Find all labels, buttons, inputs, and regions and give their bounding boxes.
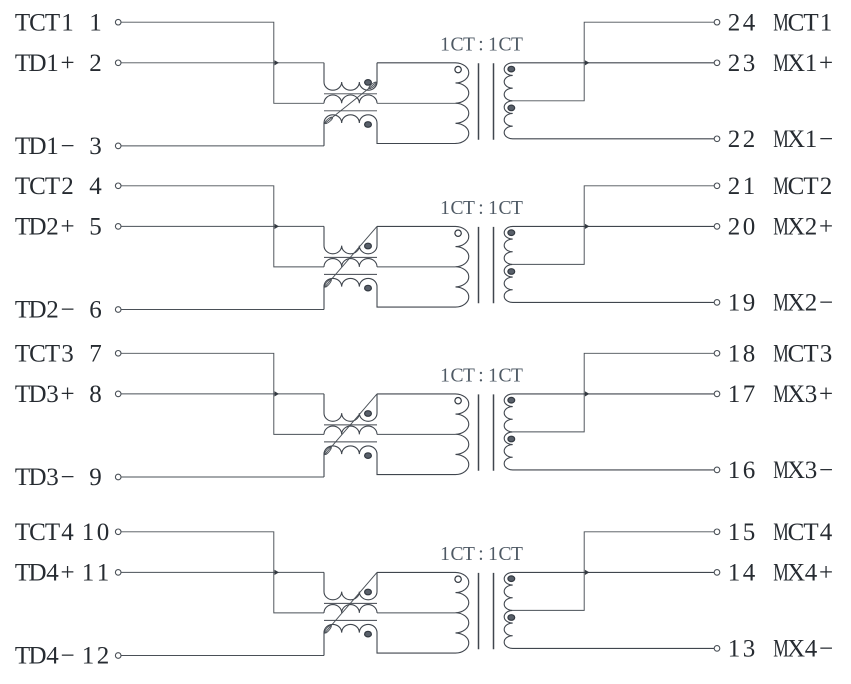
svg-text:TD1−: TD1− [15,133,75,160]
svg-text:X2−: X2− [787,290,833,317]
svg-text:X1−: X1− [787,126,833,153]
svg-text:X4+: X4+ [787,560,833,587]
svg-text:M: M [773,381,789,408]
svg-text:M: M [773,519,789,546]
svg-text:1: 1 [89,9,102,36]
svg-text:5: 5 [89,214,102,241]
svg-text:X3+: X3+ [787,381,833,408]
svg-text:1CT:1CT: 1CT:1CT [440,35,523,56]
svg-text:4: 4 [89,173,102,200]
svg-text:TCT3: TCT3 [15,341,74,368]
svg-text:CT2: CT2 [788,173,833,200]
svg-text:M: M [773,290,789,317]
svg-text:TCT1: TCT1 [15,9,74,36]
svg-text:1CT:1CT: 1CT:1CT [440,198,523,219]
svg-text:1CT:1CT: 1CT:1CT [440,366,523,387]
svg-text:6: 6 [89,297,102,324]
svg-text:9: 9 [89,464,102,491]
svg-text:M: M [773,560,789,587]
svg-text:M: M [773,457,789,484]
svg-text:M: M [773,636,789,663]
svg-text:TD3+: TD3+ [15,381,75,408]
svg-text:TD3−: TD3− [15,464,75,491]
svg-text:TD2+: TD2+ [15,214,75,241]
svg-text:TD4+: TD4+ [15,560,75,587]
svg-text:TD1+: TD1+ [15,50,75,77]
svg-text:M: M [773,214,789,241]
svg-text:3: 3 [89,133,102,160]
svg-text:7: 7 [89,341,102,368]
svg-text:X2+: X2+ [787,214,833,241]
svg-text:8: 8 [89,381,102,408]
svg-text:1CT:1CT: 1CT:1CT [440,544,523,565]
svg-text:M: M [773,173,789,200]
svg-text:X4−: X4− [787,636,833,663]
svg-text:TCT2: TCT2 [15,173,74,200]
svg-text:CT3: CT3 [788,341,833,368]
svg-text:CT4: CT4 [788,519,833,546]
svg-text:TD4−: TD4− [15,643,75,670]
svg-text:X1+: X1+ [787,50,833,77]
svg-text:M: M [773,50,789,77]
svg-text:M: M [773,9,789,36]
svg-text:TD2−: TD2− [15,297,75,324]
svg-text:M: M [773,126,789,153]
svg-text:M: M [773,341,789,368]
svg-text:CT1: CT1 [788,9,833,36]
svg-text:TCT4: TCT4 [15,519,74,546]
svg-text:X3−: X3− [787,457,833,484]
svg-text:2: 2 [89,50,102,77]
